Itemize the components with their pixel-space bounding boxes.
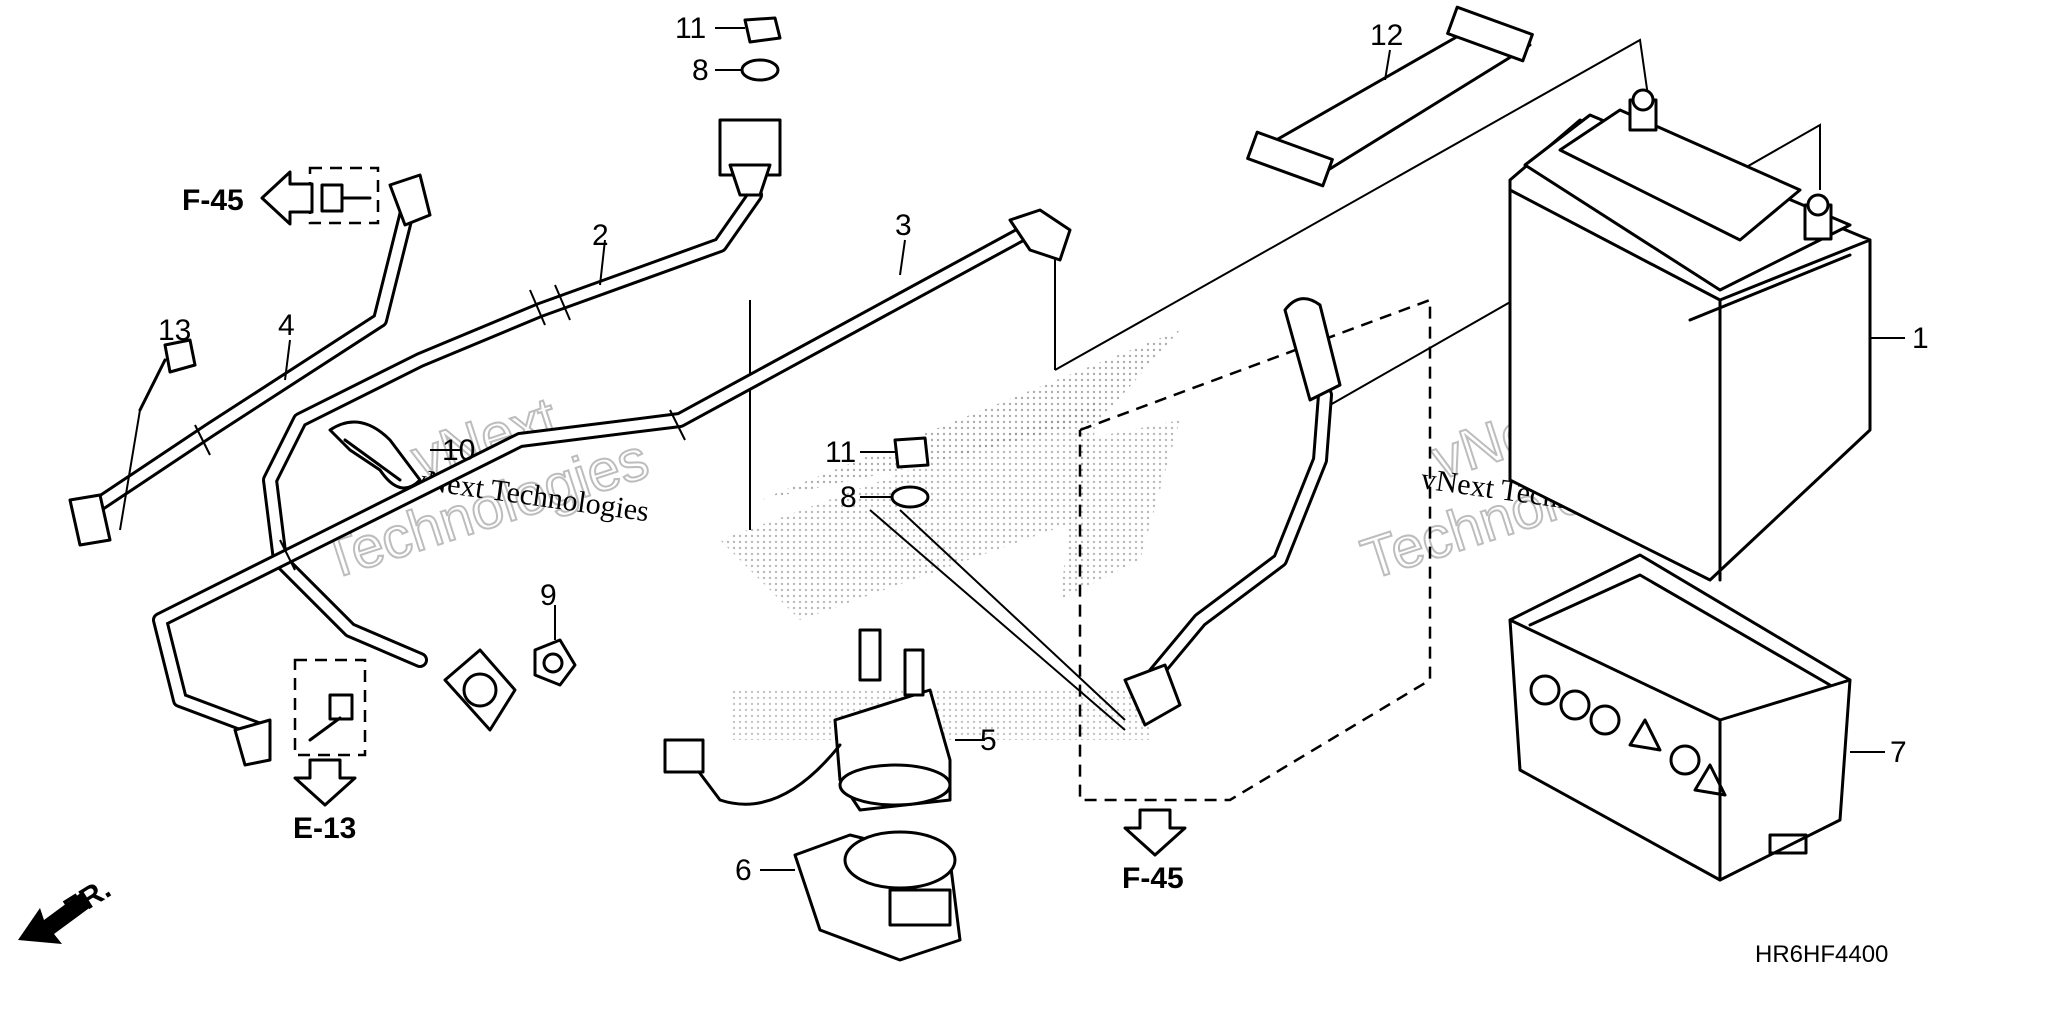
diagram-code: HR6HF4400 — [1755, 941, 1888, 968]
bolt-f45 — [308, 166, 380, 225]
label-part-3: 3 — [895, 209, 912, 242]
nut-9 — [533, 605, 577, 687]
cable-assembly-bracket — [1078, 298, 1432, 802]
watermark-left: vNext Technologies vNext Technologies — [313, 384, 657, 594]
nut-mid — [860, 436, 930, 509]
label-part-9: 9 — [540, 579, 557, 612]
label-part-8-top: 8 — [692, 54, 709, 87]
ref-e13: E-13 — [293, 758, 357, 845]
front-indicator: FR. — [18, 872, 117, 944]
label-part-4: 4 — [278, 309, 295, 342]
ref-f45-left: F-45 — [182, 170, 314, 226]
battery-band — [1246, 5, 1534, 188]
label-part-6: 6 — [735, 854, 752, 887]
relay-cover — [760, 830, 962, 962]
nut-top — [715, 16, 782, 82]
svg-text:F-45: F-45 — [1122, 862, 1184, 895]
band-10 — [328, 420, 422, 490]
label-part-5: 5 — [980, 724, 997, 757]
label-part-12: 12 — [1370, 19, 1403, 52]
label-part-11-mid: 11 — [825, 436, 856, 469]
label-part-8-mid: 8 — [840, 481, 857, 514]
label-part-11-top: 11 — [675, 12, 706, 45]
battery — [1508, 88, 1872, 582]
label-part-2: 2 — [592, 219, 609, 252]
cable-2 — [262, 118, 782, 732]
label-part-1: 1 — [1912, 322, 1929, 355]
label-part-13: 13 — [158, 314, 191, 347]
svg-text:E-13: E-13 — [293, 812, 356, 845]
assembly-leader-lines — [749, 38, 1821, 731]
part-leaders — [284, 49, 1905, 753]
front-arrow-icon — [18, 892, 92, 944]
cable-3 — [152, 208, 1072, 767]
direction-arrow-icon — [260, 170, 314, 226]
cable-4 — [68, 173, 432, 547]
direction-arrow-icon — [1123, 808, 1187, 857]
label-part-10: 10 — [442, 434, 475, 467]
cable-breaks — [194, 284, 686, 571]
svg-text:F-45: F-45 — [182, 184, 244, 217]
bolt-13 — [119, 338, 197, 531]
background-logo-dots — [720, 330, 1180, 740]
label-part-7: 7 — [1890, 736, 1907, 769]
ref-f45-bottom: F-45 — [1122, 808, 1187, 895]
bolt-e13 — [293, 658, 367, 757]
starter-relay — [663, 628, 985, 812]
direction-arrow-icon — [293, 758, 357, 807]
battery-box — [1508, 553, 1852, 882]
cable-f45 — [1123, 297, 1342, 727]
